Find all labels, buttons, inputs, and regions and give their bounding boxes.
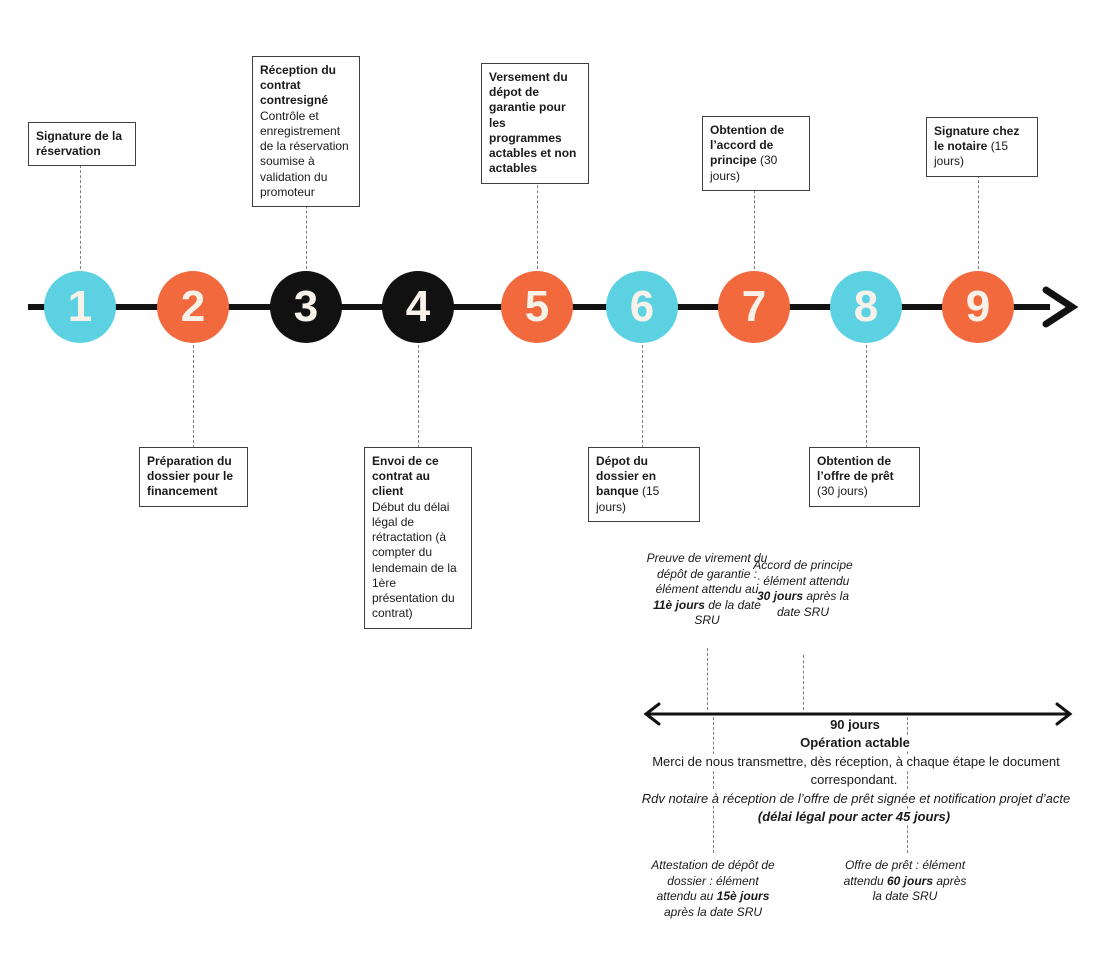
step-number: 3 <box>293 282 319 331</box>
arrow-right-icon <box>1042 286 1079 328</box>
connector-step-1 <box>79 160 81 274</box>
step-circle-3: 3 <box>270 271 342 343</box>
step-label-box-2: Préparation du dossier pour le financeme… <box>139 447 248 507</box>
note-loan-offer: Offre de prêt : élément attendu 60 jours… <box>843 858 967 904</box>
step-number: 7 <box>741 282 767 331</box>
period-instruction: Merci de nous transmettre, dès réception… <box>650 753 1060 788</box>
step-circle-1: 1 <box>44 271 116 343</box>
step-number: 9 <box>965 282 991 331</box>
step-circle-7: 7 <box>718 271 790 343</box>
connector-step-7 <box>753 160 755 274</box>
step-label-box-7: Obtention de l’accord de principe (30 jo… <box>702 116 810 191</box>
connector-note-loan-offer <box>906 717 908 853</box>
note-file-deposit-certificate: Attestation de dépôt de dossier : élémen… <box>651 858 775 919</box>
double-headed-arrow-icon <box>643 702 1073 726</box>
connector-step-9 <box>977 160 979 274</box>
step-number: 8 <box>853 282 879 331</box>
note-agreement-principle: Accord de principe : élément attendu 30 … <box>753 558 853 619</box>
period-notary-note: Rdv notaire à réception de l’offre de pr… <box>639 790 1071 825</box>
connector-step-8 <box>865 340 867 448</box>
period-block: 90 jours Opération actable Merci de nous… <box>622 716 1088 827</box>
step-circle-9: 9 <box>942 271 1014 343</box>
step-number: 6 <box>629 282 655 331</box>
step-circle-5: 5 <box>501 271 573 343</box>
step-label-box-8: Obtention de l’offre de prêt (30 jours) <box>809 447 920 507</box>
step-label-box-5: Versement du dépot de garantie pour les … <box>481 63 589 184</box>
step-number: 4 <box>405 282 431 331</box>
connector-step-4 <box>417 340 419 448</box>
period-duration: 90 jours <box>828 717 882 732</box>
connector-note-certificate <box>712 717 714 853</box>
step-label-box-1: Signature de la réservation <box>28 122 136 167</box>
step-circle-6: 6 <box>606 271 678 343</box>
step-circle-8: 8 <box>830 271 902 343</box>
connector-note-proof <box>706 648 708 710</box>
step-number: 1 <box>67 282 93 331</box>
step-circle-4: 4 <box>382 271 454 343</box>
step-label-box-6: Dépot du dossier en banque (15 jours) <box>588 447 700 522</box>
connector-step-5 <box>536 160 538 274</box>
period-label: Opération actable <box>798 735 912 751</box>
connector-note-agreement <box>802 655 804 710</box>
connector-step-6 <box>641 340 643 448</box>
step-label-box-9: Signature chez le notaire (15 jours) <box>926 117 1038 177</box>
connector-step-2 <box>192 340 194 448</box>
step-number: 5 <box>524 282 550 331</box>
step-number: 2 <box>180 282 206 331</box>
note-proof-transfer: Preuve de virement du dépôt de garantie … <box>646 551 768 628</box>
connector-step-3 <box>305 160 307 274</box>
step-circle-2: 2 <box>157 271 229 343</box>
